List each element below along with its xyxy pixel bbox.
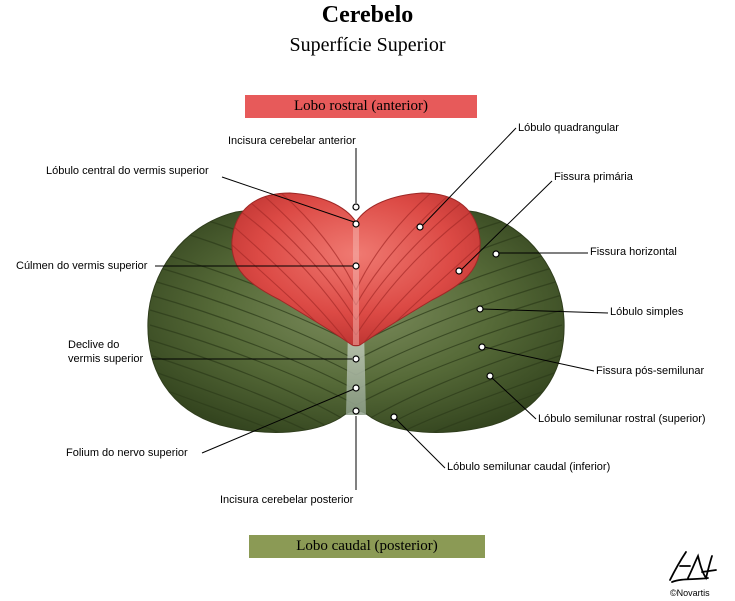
- label-incisura-posterior: Incisura cerebelar posterior: [220, 494, 354, 506]
- page-title: Cerebelo: [321, 2, 414, 28]
- label-semilunar-rostral: Lóbulo semilunar rostral (superior): [538, 413, 706, 425]
- label-lobulo-quadrangular: Lóbulo quadrangular: [518, 122, 619, 134]
- page-subtitle: Superfície Superior: [289, 34, 446, 56]
- leader-lines: [152, 127, 609, 490]
- caudal-lobe-banner: Lobo caudal (posterior): [249, 535, 485, 558]
- label-semilunar-caudal: Lóbulo semilunar caudal (inferior): [447, 461, 611, 473]
- label-markers: [352, 203, 500, 421]
- netter-signature: ©Novartis: [662, 548, 720, 600]
- label-fissura-horizontal: Fissura horizontal: [590, 246, 677, 258]
- label-folium: Folium do nervo superior: [66, 447, 188, 459]
- label-fissura-primaria: Fissura primária: [554, 171, 633, 183]
- label-declive-line2: vermis superior: [68, 353, 144, 365]
- label-lobulo-simples: Lóbulo simples: [610, 306, 684, 318]
- label-incisura-anterior: Incisura cerebelar anterior: [228, 135, 356, 147]
- label-fissura-pos-semilunar: Fissura pós-semilunar: [596, 365, 705, 377]
- vermis-strip: [346, 330, 366, 415]
- rostral-lobe-banner: Lobo rostral (anterior): [245, 95, 477, 118]
- label-culmen: Cúlmen do vermis superior: [16, 260, 148, 272]
- signature-mark: [669, 551, 717, 583]
- copyright-text: ©Novartis: [670, 588, 710, 598]
- label-lobulo-central: Lóbulo central do vermis superior: [46, 165, 209, 177]
- label-declive-line1: Declive do: [68, 339, 120, 351]
